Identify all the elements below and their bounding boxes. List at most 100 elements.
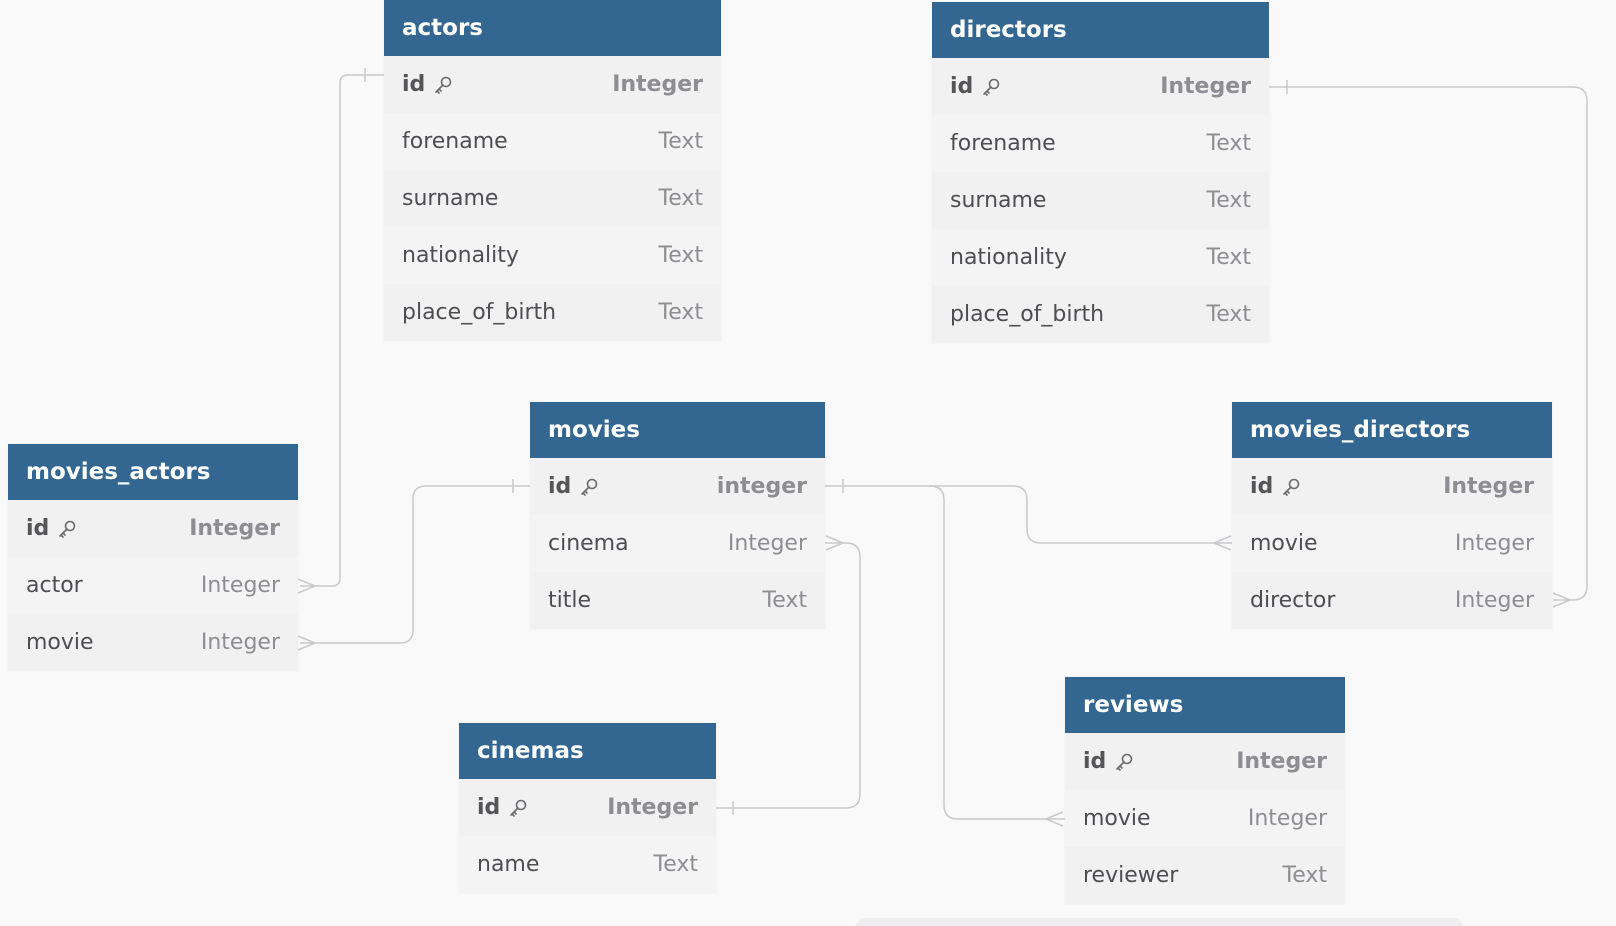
primary-key-icon (433, 75, 453, 95)
many-marker-movies-directors-movie (1213, 535, 1232, 551)
column-type: Text (1206, 188, 1252, 213)
column-name: place_of_birth (402, 300, 556, 325)
column-name-text: movie (1083, 806, 1151, 831)
column-name: movie (1250, 531, 1318, 556)
column-row-directors-surname[interactable]: surname Text (932, 172, 1269, 229)
column-name-text: id (1250, 474, 1274, 499)
column-name-text: director (1250, 588, 1336, 613)
column-row-directors-id[interactable]: id Integer (932, 58, 1269, 115)
column-row-actors-forename[interactable]: forename Text (384, 113, 721, 170)
column-name: surname (402, 186, 498, 211)
column-name-text: place_of_birth (950, 302, 1105, 327)
column-type: Integer (612, 72, 703, 97)
column-name-text: surname (950, 188, 1047, 213)
primary-key-icon (1281, 477, 1301, 497)
column-type: Integer (189, 516, 280, 541)
column-name-text: forename (402, 129, 508, 154)
primary-key-icon (1114, 752, 1134, 772)
column-name-text: actor (26, 573, 83, 598)
column-name: movie (1083, 806, 1151, 831)
column-name-text: id (402, 72, 426, 97)
column-row-reviews-movie[interactable]: movie Integer (1065, 790, 1345, 847)
column-type: Integer (1454, 531, 1534, 556)
column-row-movies-cinema[interactable]: cinema Integer (530, 515, 825, 572)
column-name-text: id (1083, 749, 1107, 774)
column-name: id (26, 516, 77, 541)
column-row-actors-nationality[interactable]: nationality Text (384, 227, 721, 284)
column-name: reviewer (1083, 863, 1178, 888)
table-header-directors[interactable]: directors (932, 2, 1269, 58)
column-name: forename (950, 131, 1056, 156)
column-name-text: reviewer (1083, 863, 1179, 888)
column-type: Text (658, 243, 704, 268)
column-type: Text (1282, 863, 1328, 888)
primary-key-icon (981, 77, 1001, 97)
table-header-movies-directors[interactable]: movies_directors (1232, 402, 1552, 458)
column-type: Text (762, 588, 808, 613)
relation-movies-directors-director-to-directors-id (1269, 86, 1588, 601)
column-type: Integer (1236, 749, 1327, 774)
primary-key-icon (579, 477, 599, 497)
column-name-text: movie (1250, 531, 1318, 556)
column-name-text: cinema (548, 531, 629, 556)
column-name-text: nationality (402, 243, 519, 268)
column-row-reviews-id[interactable]: id Integer (1065, 733, 1345, 790)
column-name-text: title (548, 588, 592, 613)
column-name: forename (402, 129, 508, 154)
many-marker-movies-directors-director (1552, 592, 1571, 608)
column-name: title (548, 588, 591, 613)
many-marker-movies-cinema (825, 535, 844, 551)
table-header-movies[interactable]: movies (530, 402, 825, 458)
column-name: cinema (548, 531, 629, 556)
column-name: nationality (950, 245, 1067, 270)
column-type: Text (653, 852, 699, 877)
column-row-actors-id[interactable]: id Integer (384, 56, 721, 113)
column-row-movies-actors-id[interactable]: id Integer (8, 500, 298, 557)
column-name-text: forename (950, 131, 1056, 156)
primary-key-icon (508, 798, 528, 818)
column-name: id (1250, 474, 1301, 499)
bottom-scroll-bar[interactable] (855, 918, 1463, 926)
table-header-reviews[interactable]: reviews (1065, 677, 1345, 733)
table-header-movies-actors[interactable]: movies_actors (8, 444, 298, 500)
column-row-cinemas-name[interactable]: name Text (459, 836, 716, 893)
column-name: id (950, 74, 1001, 99)
column-type: Integer (1160, 74, 1251, 99)
relation-movies-id-to-movies-directors-movie (825, 485, 1232, 544)
table-header-actors[interactable]: actors (384, 0, 721, 56)
column-type: Integer (1247, 806, 1327, 831)
column-type: Integer (727, 531, 807, 556)
column-name-text: surname (402, 186, 499, 211)
column-row-movies-title[interactable]: title Text (530, 572, 825, 629)
column-name: id (402, 72, 453, 97)
column-type: Text (658, 129, 704, 154)
column-row-movies-directors-movie[interactable]: movie Integer (1232, 515, 1552, 572)
column-row-reviews-reviewer[interactable]: reviewer Text (1065, 847, 1345, 904)
table-header-cinemas[interactable]: cinemas (459, 723, 716, 779)
column-name-text: nationality (950, 245, 1067, 270)
relation-movies-id-to-reviews-movie (929, 485, 1065, 820)
column-name: name (477, 852, 539, 877)
